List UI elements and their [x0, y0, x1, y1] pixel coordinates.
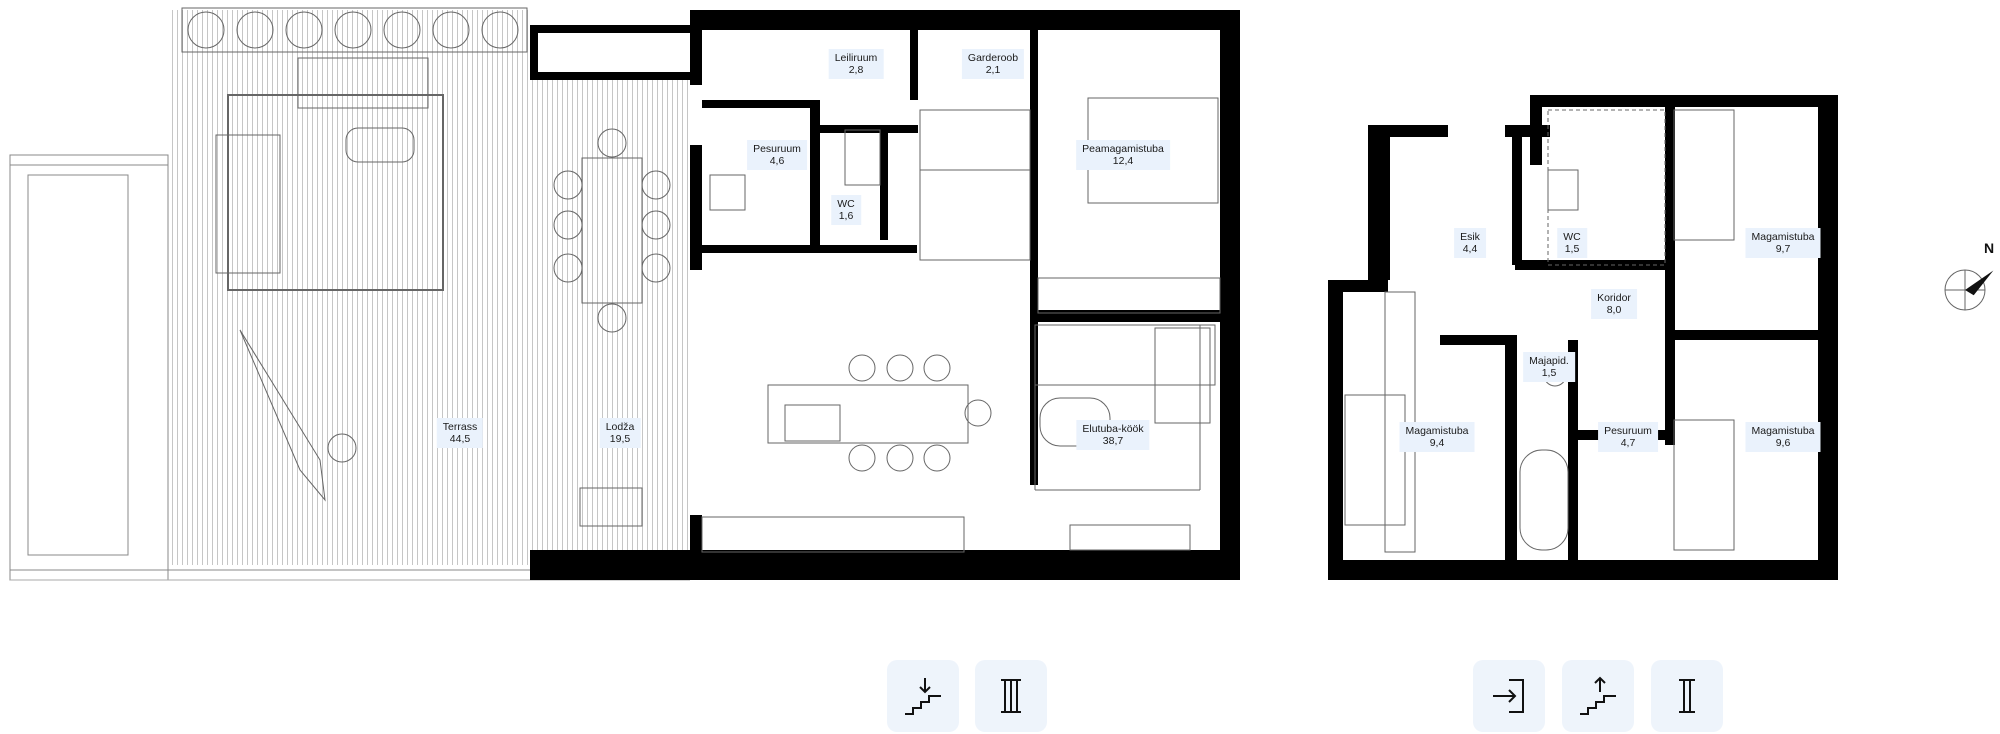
room-area: 4,4: [1462, 243, 1478, 255]
main-floor-fixtures: [701, 97, 1221, 553]
room-label-esik: Esik 4,4: [1454, 228, 1486, 258]
room-name: Koridor: [1597, 292, 1631, 304]
room-area: 1,5: [1564, 243, 1580, 255]
floor-III-button[interactable]: [975, 660, 1047, 732]
room-name: Peamagamistuba: [1082, 143, 1164, 155]
room-area: 1,5: [1541, 367, 1557, 379]
floor-III-icon: [1001, 679, 1021, 713]
room-area: 4,6: [769, 155, 785, 167]
room-area: 2,8: [848, 64, 864, 76]
room-area: 44,5: [449, 433, 471, 445]
terrace-lounge: [215, 57, 444, 502]
room-area: 2,1: [985, 64, 1001, 76]
room-name: Majapid.: [1529, 355, 1569, 367]
compass: [1944, 269, 1994, 311]
room-area: 4,7: [1620, 437, 1636, 449]
room-label-wc-upper: WC 1,5: [1557, 228, 1587, 258]
room-name: Garderoob: [967, 52, 1019, 64]
room-name: Leiliruum: [834, 52, 878, 64]
planter-row: [181, 7, 528, 53]
room-name: Pesuruum: [753, 143, 801, 155]
compass-north-label: N: [1984, 240, 1995, 256]
upper-floor-fixtures: [1344, 109, 1735, 553]
room-name: Terrass: [442, 421, 478, 433]
room-area: 38,7: [1102, 435, 1124, 447]
entrance-button[interactable]: [1473, 660, 1545, 732]
room-area: 8,0: [1606, 304, 1622, 316]
lodza-dining: [553, 128, 671, 527]
entrance-icon: [1493, 679, 1524, 713]
room-area: 9,6: [1775, 437, 1791, 449]
stairs-up-button[interactable]: [1562, 660, 1634, 732]
room-name: Magamistuba: [1751, 425, 1815, 437]
room-name: Magamistuba: [1751, 231, 1815, 243]
room-label-majapid: Majapid. 1,5: [1523, 352, 1575, 382]
room-name: Lodža: [605, 421, 635, 433]
floor-II-icon: [1679, 679, 1695, 713]
room-area: 1,6: [838, 210, 854, 222]
room-area: 12,4: [1112, 155, 1134, 167]
room-label-terrass: Terrass 44,5: [436, 418, 484, 448]
room-area: 19,5: [609, 433, 631, 445]
room-label-leiliruum: Leiliruum 2,8: [828, 49, 884, 79]
room-area: 9,7: [1775, 243, 1791, 255]
room-label-wc-main: WC 1,6: [831, 195, 861, 225]
room-label-magamistuba-1: Magamistuba 9,7: [1745, 228, 1821, 258]
room-label-garderoob: Garderoob 2,1: [961, 49, 1025, 79]
room-label-pesuruum-main: Pesuruum 4,6: [747, 140, 807, 170]
room-label-lodza: Lodža 19,5: [599, 418, 641, 448]
room-label-elutuba-kook: Elutuba-köök 38,7: [1076, 420, 1150, 450]
room-name: Pesuruum: [1604, 425, 1652, 437]
floor-II-button[interactable]: [1651, 660, 1723, 732]
room-name: Magamistuba: [1405, 425, 1469, 437]
room-name: WC: [1563, 231, 1581, 243]
room-name: WC: [837, 198, 855, 210]
room-name: Esik: [1460, 231, 1480, 243]
stairs-down-icon: [905, 678, 941, 715]
room-label-peamagamistuba: Peamagamistuba 12,4: [1076, 140, 1170, 170]
main-floor-walls: [530, 10, 1240, 580]
room-label-koridor: Koridor 8,0: [1591, 289, 1637, 319]
room-label-magamistuba-3: Magamistuba 9,6: [1745, 422, 1821, 452]
room-label-pesuruum-upper: Pesuruum 4,7: [1598, 422, 1658, 452]
room-label-magamistuba-2: Magamistuba 9,4: [1399, 422, 1475, 452]
room-area: 9,4: [1429, 437, 1445, 449]
stairs-up-icon: [1580, 676, 1616, 715]
stairs-down-button[interactable]: [887, 660, 959, 732]
room-name: Elutuba-köök: [1082, 423, 1144, 435]
